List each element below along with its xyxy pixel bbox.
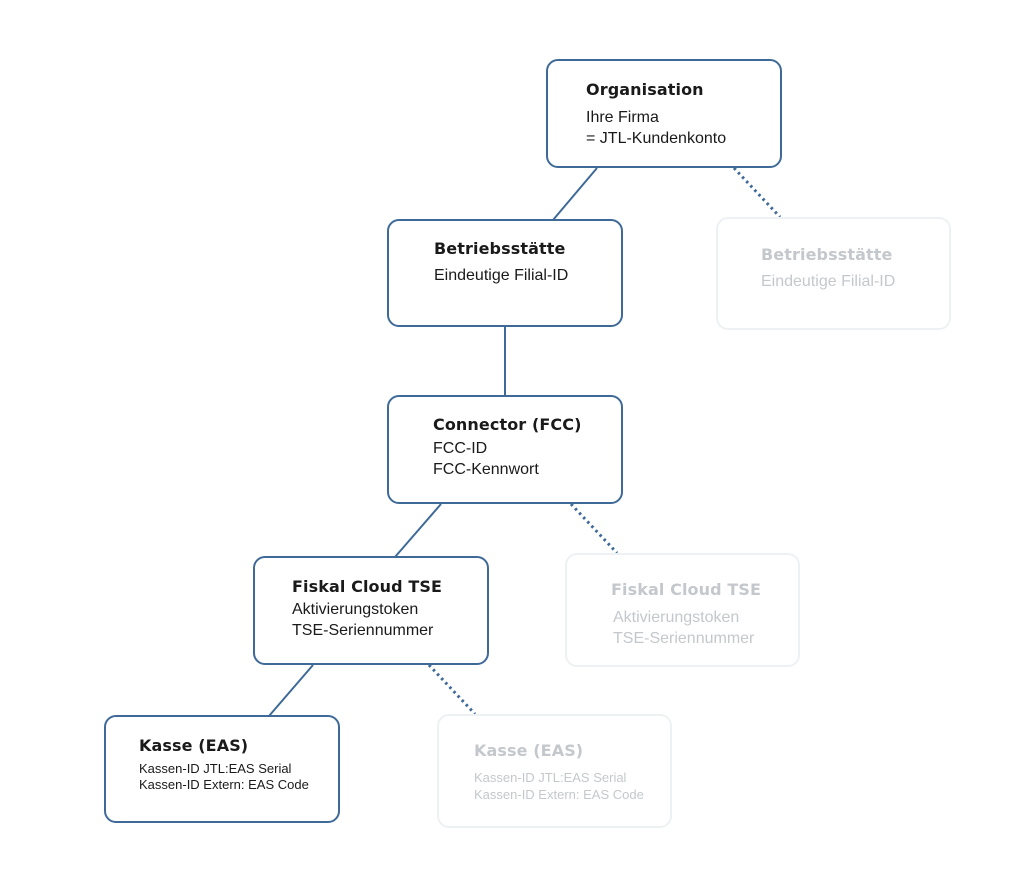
node-title: Organisation: [586, 80, 704, 99]
node-title: Betriebsstätte: [761, 245, 893, 264]
edge-organisation-betriebsstaette-ghost: [732, 166, 782, 219]
node-title: Fiskal Cloud TSE: [292, 577, 443, 596]
node-title: Kasse (EAS): [139, 736, 249, 755]
node-line: Aktivierungstoken: [613, 609, 740, 626]
node-title: Betriebsstätte: [434, 239, 566, 258]
node-title: Fiskal Cloud TSE: [611, 580, 762, 599]
node-line: Kassen-ID JTL:EAS Serial: [139, 761, 292, 776]
node-kasse: Kasse (EAS) Kassen-ID JTL:EAS Serial Kas…: [104, 715, 340, 823]
node-line: Ihre Firma: [586, 109, 659, 126]
node-line: Eindeutige Filial-ID: [434, 267, 569, 284]
edge-connector-tse: [394, 503, 442, 558]
node-title: Connector (FCC): [433, 415, 582, 434]
node-organisation: Organisation Ihre Firma = JTL-Kundenkont…: [546, 59, 782, 168]
node-fiskal-cloud-tse: Fiskal Cloud TSE Aktivierungstoken TSE-S…: [253, 556, 489, 665]
node-line: FCC-Kennwort: [433, 461, 539, 478]
node-betriebsstaette-ghost: Betriebsstätte Eindeutige Filial-ID: [716, 217, 951, 330]
node-connector-fcc: Connector (FCC) FCC-ID FCC-Kennwort: [387, 395, 623, 504]
node-kasse-ghost: Kasse (EAS) Kassen-ID JTL:EAS Serial Kas…: [437, 714, 672, 828]
edge-organisation-betriebsstaette: [552, 167, 598, 221]
node-title: Kasse (EAS): [474, 741, 584, 760]
node-line: FCC-ID: [433, 440, 488, 457]
edge-tse-kasse: [268, 664, 314, 717]
edge-tse-kasse-ghost: [427, 663, 477, 716]
node-line: Kassen-ID Extern: EAS Code: [474, 787, 644, 802]
node-fiskal-cloud-tse-ghost: Fiskal Cloud TSE Aktivierungstoken TSE-S…: [565, 553, 800, 667]
node-line: Eindeutige Filial-ID: [761, 273, 896, 290]
node-line: TSE-Seriennummer: [613, 630, 755, 647]
node-line: Kassen-ID Extern: EAS Code: [139, 777, 309, 792]
node-line: Kassen-ID JTL:EAS Serial: [474, 770, 627, 785]
node-line: = JTL-Kundenkonto: [586, 130, 727, 147]
node-line: TSE-Seriennummer: [292, 622, 434, 639]
node-betriebsstaette: Betriebsstätte Eindeutige Filial-ID: [387, 219, 623, 327]
edge-connector-tse-ghost: [569, 502, 619, 555]
node-line: Aktivierungstoken: [292, 601, 419, 618]
